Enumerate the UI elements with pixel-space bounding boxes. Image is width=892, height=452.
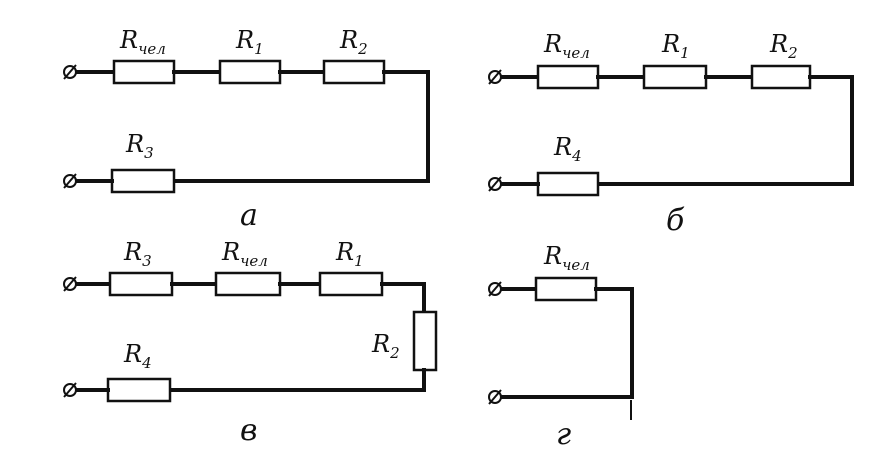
diagram-a: Rчел R1 R2 R3 a bbox=[63, 26, 430, 233]
label-r1: R1 bbox=[661, 30, 690, 62]
label-r2: R2 bbox=[339, 26, 368, 58]
label-r2: R2 bbox=[371, 330, 400, 362]
terminal bbox=[63, 173, 77, 189]
caption-a: a bbox=[240, 198, 258, 233]
resistor-r4 bbox=[106, 377, 172, 403]
wire bbox=[501, 287, 634, 399]
resistor-r2 bbox=[322, 59, 386, 85]
terminal bbox=[63, 276, 77, 292]
resistor-r-chel bbox=[536, 64, 600, 90]
resistor-r1 bbox=[218, 59, 282, 85]
terminal bbox=[488, 281, 502, 297]
resistor-r2 bbox=[412, 310, 438, 372]
resistor-r-chel bbox=[534, 276, 598, 302]
label-r4: R4 bbox=[123, 340, 152, 372]
resistor-r3 bbox=[108, 271, 174, 297]
resistor-r1 bbox=[642, 64, 708, 90]
wire bbox=[380, 282, 426, 314]
terminal bbox=[488, 69, 502, 85]
resistor-r4 bbox=[536, 171, 600, 197]
caption-b: б bbox=[666, 203, 685, 238]
caption-v: в bbox=[240, 413, 257, 448]
wire bbox=[596, 75, 854, 186]
diagram-g: Rчел г bbox=[488, 242, 634, 452]
label-r2: R2 bbox=[769, 30, 798, 62]
label-r1: R1 bbox=[335, 238, 364, 270]
label-r-chel: Rчел bbox=[119, 26, 166, 58]
resistor-r-chel bbox=[112, 59, 176, 85]
label-r-chel: Rчел bbox=[543, 242, 590, 274]
diagram-b: Rчел R1 R2 R4 б bbox=[488, 30, 854, 238]
label-r-chel: Rчел bbox=[543, 30, 590, 62]
label-r1: R1 bbox=[235, 26, 264, 58]
label-r3: R3 bbox=[123, 238, 152, 270]
terminal bbox=[63, 382, 77, 398]
label-r-chel: Rчел bbox=[221, 238, 268, 270]
resistor-r1 bbox=[318, 271, 384, 297]
diagram-v: R3 Rчел R1 R2 R4 в bbox=[63, 238, 438, 448]
caption-g: г bbox=[556, 417, 571, 452]
terminal bbox=[488, 176, 502, 192]
label-r3: R3 bbox=[125, 130, 154, 162]
resistor-r2 bbox=[750, 64, 812, 90]
terminal bbox=[63, 64, 77, 80]
wire bbox=[168, 368, 426, 392]
resistor-r-chel bbox=[214, 271, 282, 297]
label-r4: R4 bbox=[553, 133, 582, 165]
terminal bbox=[488, 389, 502, 405]
resistor-r3 bbox=[110, 168, 176, 194]
wire bbox=[172, 70, 430, 183]
